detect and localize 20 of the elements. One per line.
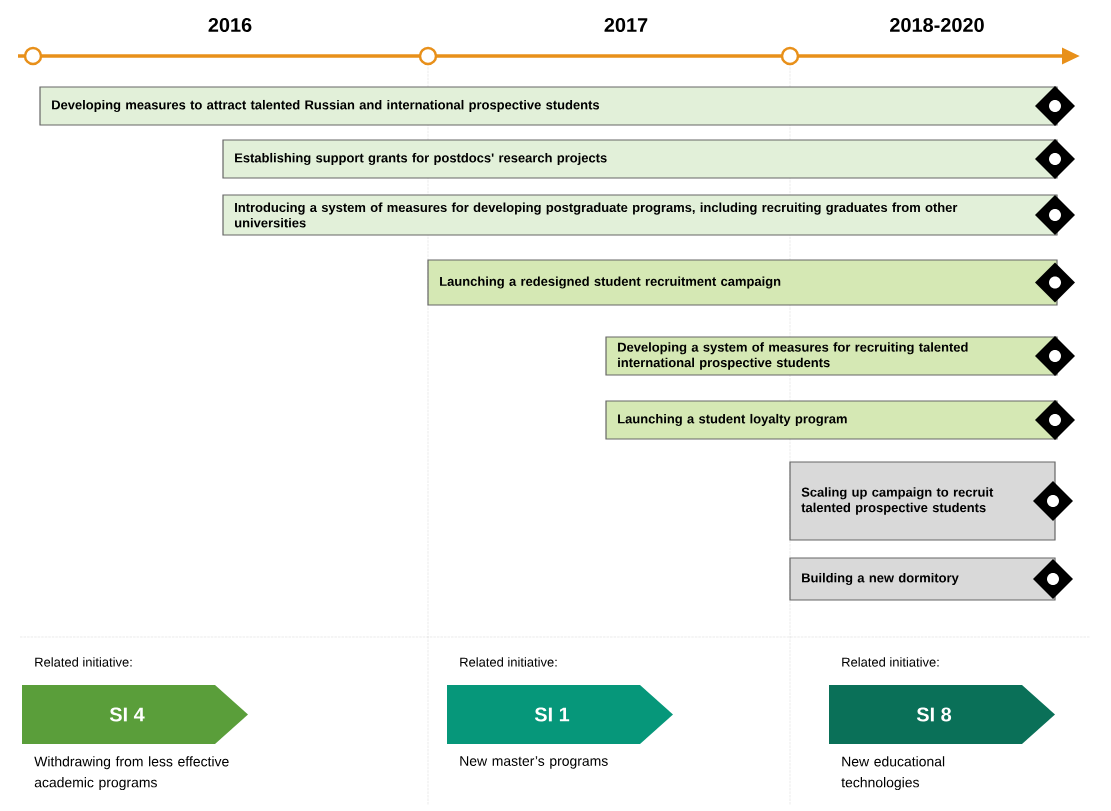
activity-bar: Developing a system of measures for recruiting talented international prospective students [605, 336, 1075, 376]
year-label: 2016 [208, 17, 252, 33]
activity-bar: Introducing a system of measures for developing postgraduate programs, including recruiting graduates from other universities [222, 194, 1075, 236]
initiative-description: New educational technologies [841, 756, 945, 791]
activity-bar: Launching a redesigned student recruitment campaign [427, 259, 1075, 306]
initiative-heading: Related initiative: [842, 657, 939, 667]
activity-bar: Scaling up campaign to recruit talented prospective students [789, 461, 1073, 541]
initiative-description: New master’s programs [460, 756, 608, 769]
activity-bar: Launching a student loyalty program [605, 400, 1075, 440]
initiative-chevron: SI 1 [447, 685, 673, 744]
activity-bar: Developing measures to attract talented Russian and international prospective students [39, 86, 1075, 126]
initiative-heading: Related initiative: [460, 657, 557, 667]
year-label: 2017 [604, 17, 648, 33]
initiative-chevron: SI 4 [22, 685, 248, 744]
activity-bar: Establishing support grants for postdocs' research projects [222, 139, 1075, 179]
initiative-heading: Related initiative: [35, 657, 132, 667]
initiative-description: Withdrawing from less effective academic programs [34, 756, 229, 791]
activity-bar: Building a new dormitory [789, 557, 1073, 601]
year-label: 2018-2020 [890, 17, 984, 33]
initiative-chevron: SI 8 [829, 685, 1055, 744]
